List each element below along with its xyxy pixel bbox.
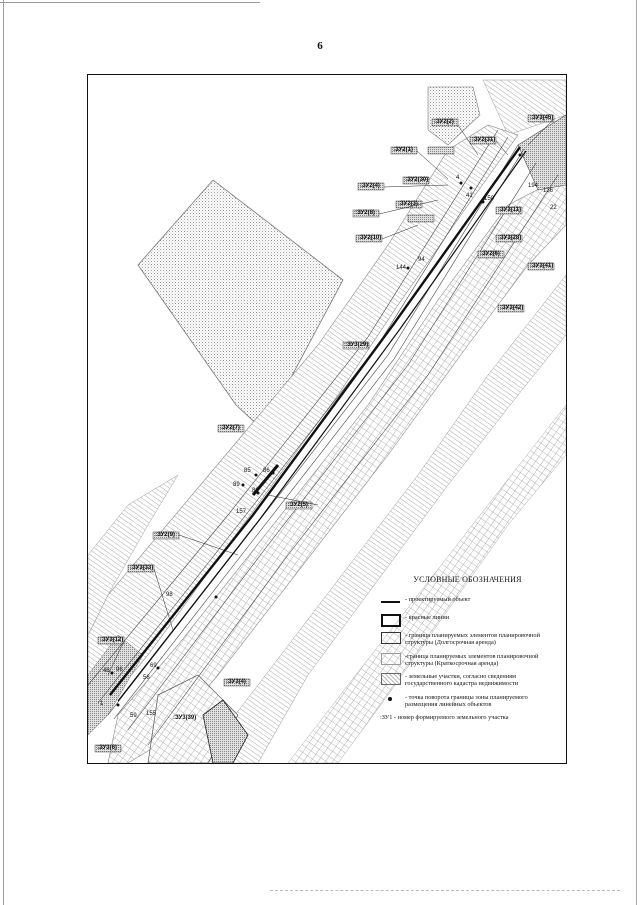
parcel-label: :ЗУ3(41) (530, 263, 554, 269)
point-label: 136 (543, 188, 554, 194)
parcel-label-markers (94, 114, 555, 753)
parcel-label: :ЗУ3(39) (173, 715, 197, 721)
legend-item-label: - граница планируемых элементов планиров… (405, 632, 540, 647)
legend-note: :ЗУ1 - номер формируемого земельного уча… (380, 714, 509, 722)
parcel-label: :ЗУ3(42) (500, 305, 524, 311)
corridor-band-3 (197, 274, 566, 763)
point-label: 88 (252, 488, 259, 494)
page-number: 6 (317, 40, 323, 52)
legend-item-cadastre-parcels: - земельные участки, согласно сведениям … (380, 673, 555, 687)
point-label: 59 (130, 713, 137, 719)
red-line-bottom (251, 464, 280, 496)
scan-artifact-line (270, 890, 620, 891)
parcel-label: :ЗУ2(30) (405, 177, 429, 183)
page-edge-right (636, 0, 637, 905)
parcel-label: :ЗУ2(5) (288, 502, 308, 508)
point-label: 41 (466, 193, 473, 199)
map-labels: :ЗУ2(2) :ЗУ2(1) :ЗУ2(31) :ЗУ3(45) :ЗУ2(3… (88, 75, 566, 763)
legend-box-symbol (380, 632, 402, 645)
legend-item-turning-point: - точка поворота границы зоны планируемо… (380, 694, 555, 708)
bottom-dark (202, 699, 249, 763)
point-label: 48 (103, 668, 110, 674)
legend-item-label: - красные линии (405, 614, 450, 622)
projected-object-line (109, 146, 521, 696)
parcel-label: :ЗУ2(1) (393, 147, 413, 153)
parcel-label: :ЗУ2(8) (355, 210, 375, 216)
legend-item-short-term-boundary: -граница планируемых элементов планирово… (380, 652, 555, 667)
point-label: 22 (550, 205, 557, 211)
point-label: 98 (166, 592, 173, 598)
point-label: 96 (116, 667, 123, 673)
point-labels: 4 41 150 194 136 144 94 85 86 89 88 157 … (88, 75, 566, 763)
parcel-large (137, 179, 344, 431)
legend-item-red-lines: - красные линии (380, 614, 555, 628)
leader-lines (107, 118, 555, 676)
point-label: 4 (456, 175, 460, 181)
parcel-label: :ЗУ3(12) (100, 637, 124, 643)
right-cluster (517, 114, 566, 191)
parcel-label: :ЗУ3(28) (498, 235, 522, 241)
legend-item-label: - проектируемый объект (405, 596, 471, 604)
turning-points (110, 153, 522, 707)
parcel-label: :ЗУ2(4) (360, 183, 380, 189)
parcel-label: :ЗУ3(29) (345, 342, 369, 348)
parcel-label: :ЗУ2(3) (398, 201, 418, 207)
point-label: 144 (396, 265, 407, 271)
parcel-label: :ЗУ3(6) (97, 745, 117, 751)
page-edge-left (3, 0, 4, 905)
legend-hatch-symbol (380, 673, 402, 686)
point-label: 150 (484, 196, 495, 202)
left-strip (88, 474, 179, 636)
legend-item-label: - точка поворота границы зоны планируемо… (405, 693, 528, 708)
point-label: 155 (146, 711, 157, 717)
legend-item-label: -граница планируемых элементов планирово… (405, 652, 539, 667)
parcel-label: :ЗУ3(45) (530, 115, 554, 121)
point-label: 85 (244, 468, 251, 474)
projected-object-line-2 (117, 150, 527, 702)
point-label: 194 (528, 183, 539, 189)
point-label: 89 (233, 482, 240, 488)
page-top-line (0, 2, 260, 3)
parcel-label: :ЗУ2(2) (434, 119, 454, 125)
parcel-label: :ЗУ3(33) (130, 565, 154, 571)
parcel-top (427, 86, 481, 146)
legend-item-label: - земельные участки, согласно сведениям … (405, 673, 519, 688)
parcel-label: :ЗУ3(11) (498, 207, 521, 213)
parcel-label: :ЗУ2(10) (358, 235, 382, 241)
legend-line-symbol (380, 596, 402, 608)
legend-dot-symbol (380, 694, 402, 706)
point-label: 1 (100, 701, 104, 707)
legend-item-projected-object: - проектируемый объект (380, 596, 555, 608)
parcel-label: :ЗУ2(6) (480, 251, 500, 257)
parcel-label: :ЗУ2(9) (155, 532, 175, 538)
point-label: 86 (263, 468, 270, 474)
legend-box-light-symbol (380, 652, 402, 665)
corridor-band-4 (287, 404, 566, 763)
point-label: 94 (418, 257, 425, 263)
map-legend: УСЛОВНЫЕ ОБОЗНАЧЕНИЯ - проектируемый объ… (380, 575, 555, 721)
legend-thick-box-symbol (380, 614, 402, 628)
legend-item-long-term-boundary: - граница планируемых элементов планиров… (380, 632, 555, 646)
point-label: 69 (150, 663, 157, 669)
map-frame: :ЗУ2(2) :ЗУ2(1) :ЗУ2(31) :ЗУ3(45) :ЗУ2(3… (87, 74, 567, 764)
legend-title: УСЛОВНЫЕ ОБОЗНАЧЕНИЯ (413, 575, 522, 584)
map-svg (88, 79, 566, 763)
parcel-label: :ЗУ2(31) (472, 137, 496, 143)
parcel-label: :ЗУ2(7) (220, 425, 240, 431)
point-label: 157 (236, 509, 247, 515)
parcel-label: :ЗУ3(4) (226, 679, 246, 685)
point-label: 56 (143, 675, 150, 681)
